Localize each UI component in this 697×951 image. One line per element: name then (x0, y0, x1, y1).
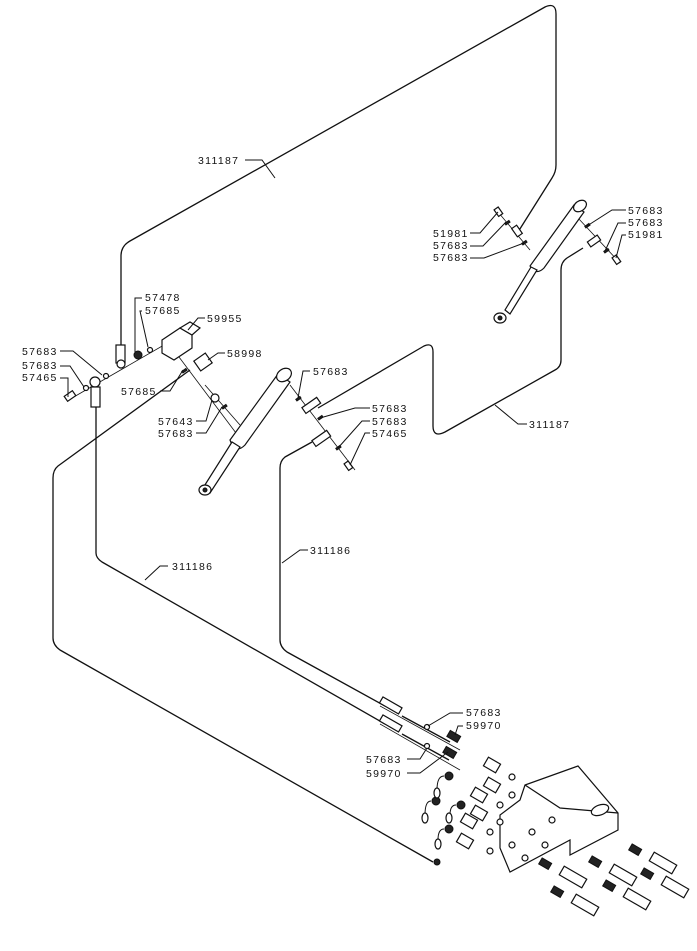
callout-59970: 59970 (466, 720, 502, 732)
callout-51981: 51981 (433, 228, 469, 240)
hose-311186-left (52, 369, 434, 863)
callout-51981: 51981 (628, 229, 664, 241)
callout-57683: 57683 (466, 707, 502, 719)
callout-57683: 57683 (313, 366, 349, 378)
callout-57683: 57683 (22, 346, 58, 358)
hoses (52, 4, 584, 863)
left-valve-assembly (63, 321, 246, 446)
callout-57683: 57683 (433, 240, 469, 252)
callout-57478: 57478 (145, 292, 181, 304)
callout-57683: 57683 (628, 217, 664, 229)
callout-311187-right: 311187 (529, 419, 570, 431)
hose-311187-right (317, 247, 584, 435)
callout-57465: 57465 (372, 428, 408, 440)
callout-labels: 311187 51981 57683 57683 57683 57683 519… (22, 155, 664, 780)
hose-311187-top (120, 4, 557, 345)
callout-59955: 59955 (207, 313, 243, 325)
callout-57643: 57643 (158, 416, 194, 428)
callout-311187-top: 311187 (198, 155, 239, 167)
right-cylinder-assembly (493, 199, 622, 324)
callout-57685: 57685 (121, 386, 157, 398)
middle-cylinder-body (229, 373, 291, 450)
port-fittings (421, 756, 516, 866)
leader-lines (60, 159, 626, 774)
mounting-bracket (499, 765, 619, 873)
callout-57683: 57683 (158, 428, 194, 440)
bracket-assembly (378, 696, 690, 917)
callout-57683: 57683 (372, 416, 408, 428)
callout-57683: 57683 (366, 754, 402, 766)
right-cylinder-body (529, 204, 585, 273)
callout-58998: 58998 (227, 348, 263, 360)
callout-57683: 57683 (22, 360, 58, 372)
callout-57685: 57685 (145, 305, 181, 317)
callout-311186-left: 311186 (172, 561, 213, 573)
callout-57465: 57465 (22, 372, 58, 384)
callout-311186-middle: 311186 (310, 545, 351, 557)
hose-311186-middle (279, 441, 451, 743)
middle-cylinder-assembly (198, 367, 356, 496)
callout-59970: 59970 (366, 768, 402, 780)
callout-57683: 57683 (372, 403, 408, 415)
callout-57683: 57683 (628, 205, 664, 217)
callout-57683: 57683 (433, 252, 469, 264)
outlet-fittings (537, 843, 690, 917)
